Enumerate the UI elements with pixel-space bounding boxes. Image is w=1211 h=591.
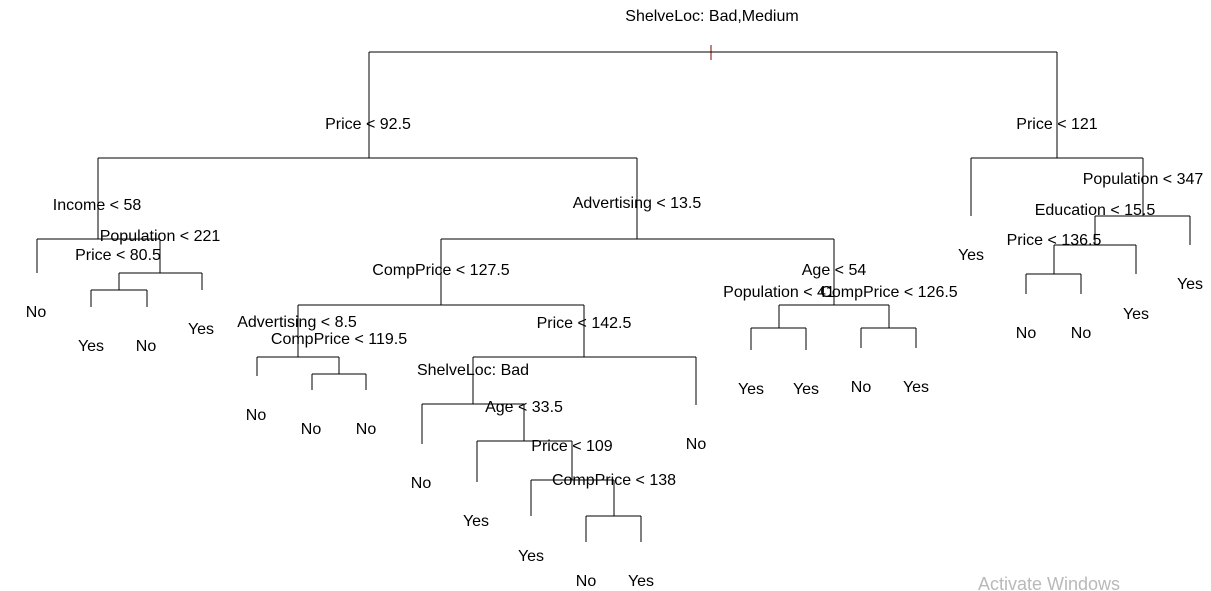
split-label-price-80-5: Price < 80.5	[75, 247, 161, 264]
leaf-label: Yes	[1177, 276, 1203, 293]
split-label-age-33-5: Age < 33.5	[485, 399, 563, 416]
leaf-label: No	[411, 475, 432, 492]
split-label-income-58: Income < 58	[53, 197, 142, 214]
leaf-label: No	[301, 421, 322, 438]
leaf-label: No	[1016, 325, 1037, 342]
leaf-label: Yes	[188, 321, 214, 338]
split-label-population-41: Population < 41	[723, 284, 835, 301]
split-label-compprice-138: CompPrice < 138	[552, 472, 676, 489]
split-label-shelveloc-bad: ShelveLoc: Bad	[417, 362, 529, 379]
split-label-compprice-127-5: CompPrice < 127.5	[372, 262, 510, 279]
split-label-price-136-5: Price < 136.5	[1007, 232, 1102, 249]
leaf-label: Yes	[738, 381, 764, 398]
leaf-label: No	[1071, 325, 1092, 342]
split-label-compprice-126-5: CompPrice < 126.5	[820, 284, 958, 301]
leaf-label: No	[246, 407, 267, 424]
split-label-price-142-5: Price < 142.5	[537, 315, 632, 332]
leaf-label: Yes	[628, 573, 654, 590]
activate-windows-watermark: Activate Windows	[978, 574, 1120, 591]
leaf-label: Yes	[958, 247, 984, 264]
leaf-label: No	[136, 338, 157, 355]
split-label-price-92-5: Price < 92.5	[325, 116, 411, 133]
tree-edges	[36, 45, 1191, 542]
leaf-label: No	[851, 379, 872, 396]
leaf-label: Yes	[518, 548, 544, 565]
split-label-education-15-5: Education < 15.5	[1035, 202, 1156, 219]
leaf-label: Yes	[793, 381, 819, 398]
leaf-label: Yes	[1123, 306, 1149, 323]
leaf-label: No	[686, 436, 707, 453]
split-label-population-221: Population < 221	[100, 228, 221, 245]
leaf-labels: No Yes No Yes No No No No Yes Yes No Yes…	[26, 247, 1203, 590]
split-label-advertising-8-5: Advertising < 8.5	[237, 314, 357, 331]
split-label-advertising-13-5: Advertising < 13.5	[573, 195, 702, 212]
leaf-label: No	[576, 573, 597, 590]
leaf-label: Yes	[903, 379, 929, 396]
split-label-age-54: Age < 54	[802, 262, 867, 279]
leaf-label: No	[356, 421, 377, 438]
split-label-price-121: Price < 121	[1016, 116, 1097, 133]
split-label-compprice-119-5: CompPrice < 119.5	[271, 331, 407, 348]
root-split-label: ShelveLoc: Bad,Medium	[625, 8, 798, 25]
split-labels: ShelveLoc: Bad,Medium Price < 92.5 Price…	[53, 8, 1204, 489]
split-label-population-347: Population < 347	[1083, 171, 1204, 188]
split-label-price-109: Price < 109	[531, 438, 612, 455]
leaf-label: Yes	[78, 338, 104, 355]
leaf-label: Yes	[463, 513, 489, 530]
leaf-label: No	[26, 304, 47, 321]
